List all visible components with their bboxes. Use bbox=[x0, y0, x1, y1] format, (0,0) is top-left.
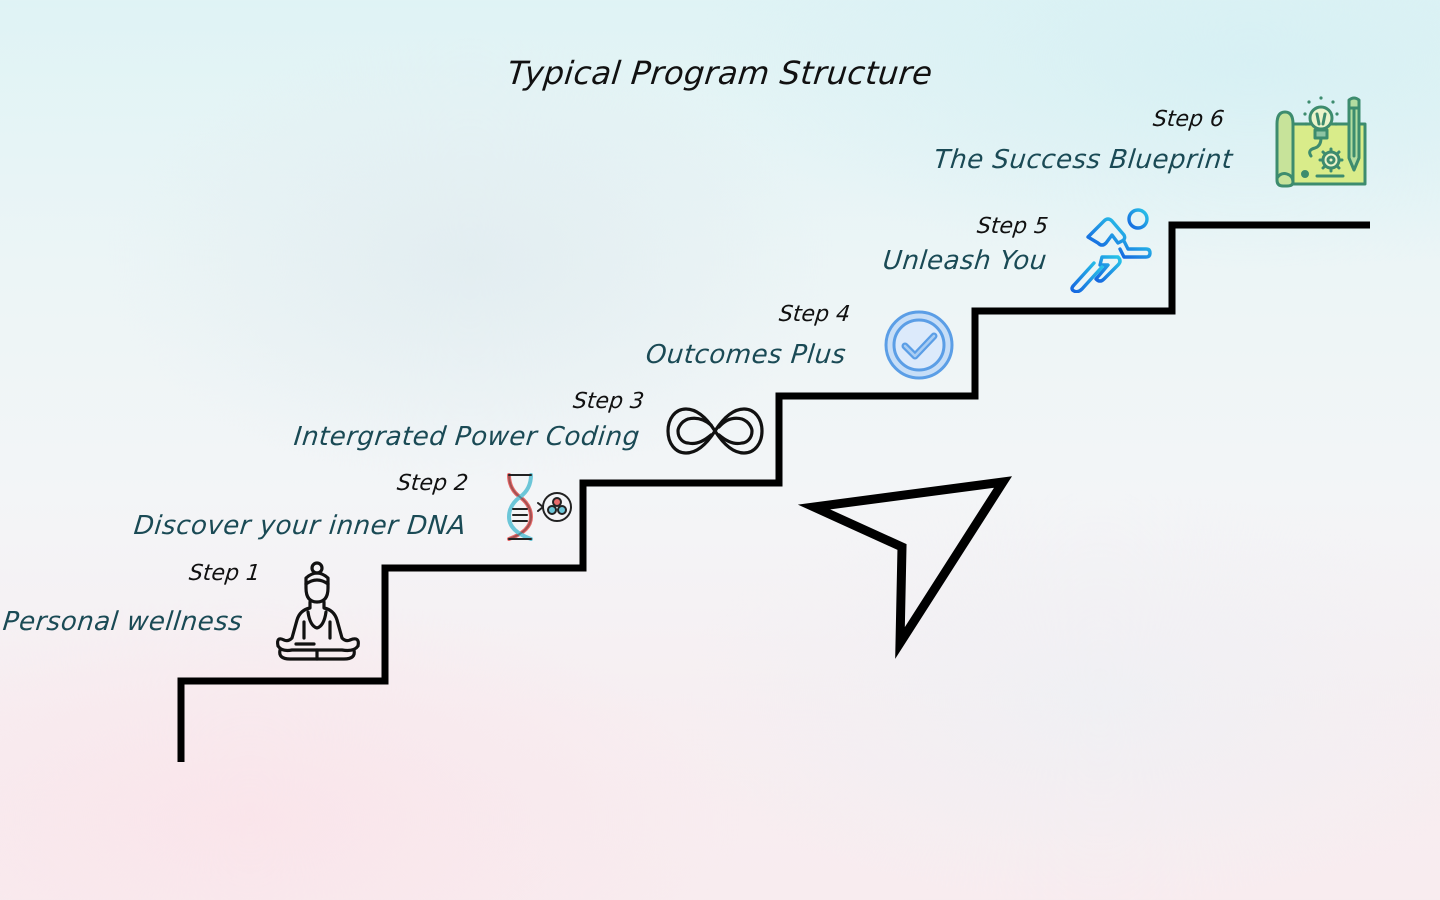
dna-icon bbox=[506, 473, 572, 541]
staircase-line bbox=[177, 221, 1370, 762]
step-1-label: Step 1 bbox=[187, 561, 262, 586]
step-6-label: Step 6 bbox=[1151, 107, 1226, 132]
step-2-label: Step 2 bbox=[395, 471, 470, 496]
check-circle-icon bbox=[884, 310, 954, 380]
running-person-icon bbox=[1070, 208, 1152, 293]
step-5-name: Unleash You bbox=[881, 246, 1049, 276]
meditation-icon bbox=[276, 561, 360, 661]
step-3-name: Intergrated Power Coding bbox=[292, 422, 642, 452]
infinity-icon bbox=[666, 407, 764, 455]
blueprint-icon bbox=[1275, 96, 1367, 188]
step-3-label: Step 3 bbox=[571, 389, 646, 414]
step-4-name: Outcomes Plus bbox=[644, 340, 848, 370]
step-2-name: Discover your inner DNA bbox=[132, 511, 468, 541]
step-5-label: Step 5 bbox=[975, 214, 1050, 239]
step-1-name: Personal wellness bbox=[0, 607, 244, 637]
step-6-name: The Success Blueprint bbox=[932, 145, 1235, 175]
step-4-label: Step 4 bbox=[777, 302, 852, 327]
